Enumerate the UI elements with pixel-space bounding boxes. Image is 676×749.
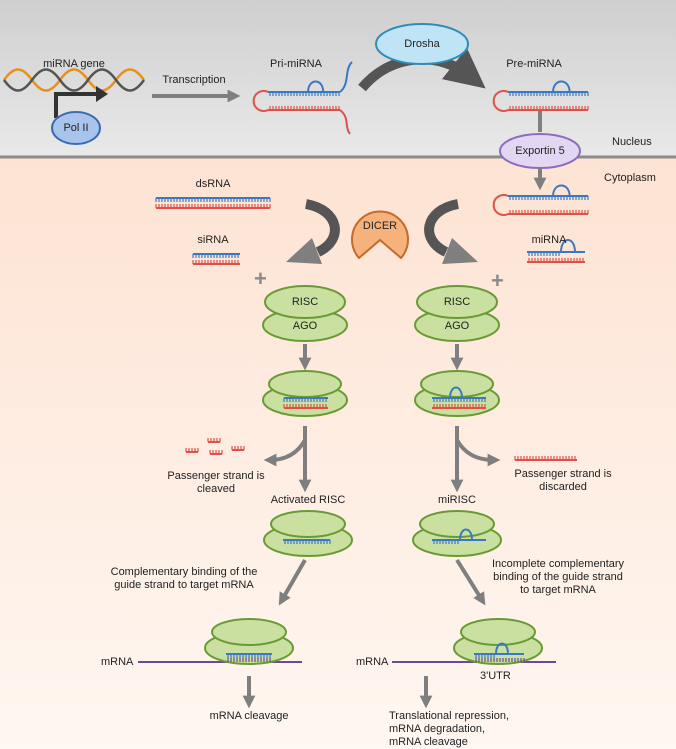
dsrna-bottom-ticks bbox=[155, 204, 271, 208]
pol2-oval bbox=[51, 111, 101, 145]
mrna-cleavage-2-label: mRNA cleavage bbox=[389, 736, 468, 748]
right-passenger-arrow bbox=[455, 438, 501, 467]
dicer-label: DICER bbox=[362, 220, 398, 232]
target-risc-left bbox=[204, 618, 294, 665]
incomplete-binding-label: Incomplete complementary binding of the … bbox=[491, 558, 625, 596]
left-passenger-arrow bbox=[263, 438, 307, 467]
mirna-bottom-ticks bbox=[528, 258, 584, 262]
dna-helix bbox=[2, 68, 146, 92]
left-diag-arrow bbox=[278, 559, 307, 606]
loaded-left-duplex-top-ticks bbox=[283, 398, 327, 402]
loaded-right-top-ticks bbox=[433, 398, 486, 402]
cytoplasm-label: Cytoplasm bbox=[604, 172, 656, 184]
fragment-2 bbox=[207, 438, 221, 442]
pri-mirna-top-ticks bbox=[269, 92, 340, 96]
pol-transcription-arrow bbox=[54, 92, 98, 118]
target-right-guide-ticks bbox=[475, 654, 495, 658]
pri-mirna-bulge bbox=[307, 80, 325, 93]
dicer-right-arrow bbox=[424, 199, 460, 257]
nucleus-region bbox=[0, 0, 676, 157]
transcription-label: Transcription bbox=[162, 74, 226, 86]
mrna-degradation-label: mRNA degradation, bbox=[389, 723, 485, 735]
mirna-gene-label: miRNA gene bbox=[43, 58, 105, 70]
loaded-right-bulge bbox=[449, 386, 463, 399]
activated-right-bulge bbox=[459, 528, 473, 541]
pre-mirna-bottom-ticks bbox=[509, 106, 589, 110]
exported-pre-mirna-bottom-ticks bbox=[509, 210, 589, 214]
mirna-label: miRNA bbox=[531, 234, 567, 246]
ago-right-label: AGO bbox=[444, 320, 470, 332]
risc-right-label: RISC bbox=[443, 296, 471, 308]
risc-left-label: RISC bbox=[291, 296, 319, 308]
activated-risc-right bbox=[412, 510, 502, 557]
loaded-risc-right bbox=[414, 370, 500, 417]
discarded-strand-ticks bbox=[514, 456, 576, 460]
dicer-left-arrow bbox=[304, 199, 340, 257]
activated-right-guide-ticks bbox=[433, 540, 459, 544]
target-left-mrna-ticks bbox=[227, 658, 271, 662]
dsrna-label: dsRNA bbox=[195, 178, 231, 190]
dicer-right-head bbox=[442, 238, 478, 264]
activated-left-guide-ticks bbox=[284, 540, 331, 544]
mrna-cleavage-label: mRNA cleavage bbox=[209, 710, 289, 722]
fragment-1 bbox=[185, 448, 199, 452]
dsrna-top-ticks bbox=[155, 198, 271, 202]
translational-repression-label: Translational repression, bbox=[389, 710, 510, 722]
dicer-shape bbox=[351, 210, 409, 260]
target-right-mrna-ticks bbox=[475, 658, 525, 662]
risc-ago-left bbox=[262, 285, 348, 342]
mirna-top-ticks bbox=[528, 252, 560, 256]
risc-ago-right bbox=[414, 285, 500, 342]
ago-left-label: AGO bbox=[292, 320, 318, 332]
exported-pre-mirna-bulge bbox=[552, 184, 571, 197]
pre-mirna-top-ticks bbox=[509, 92, 589, 96]
pre-mirna-label: Pre-miRNA bbox=[506, 58, 562, 70]
dicer-left-head bbox=[286, 238, 322, 264]
target-right-bulge bbox=[495, 642, 509, 655]
pri-mirna-loop bbox=[252, 90, 269, 112]
loaded-left-duplex-bottom-ticks bbox=[283, 404, 327, 408]
pol2-label: Pol II bbox=[63, 122, 89, 134]
drosha-label: Drosha bbox=[404, 38, 440, 50]
sirna-top-ticks bbox=[192, 254, 239, 258]
pri-mirna-label: Pri-miRNA bbox=[270, 58, 322, 70]
mrna-right-label: mRNA bbox=[356, 656, 389, 668]
pol-arrowhead bbox=[96, 86, 108, 102]
mirna-bulge bbox=[560, 239, 576, 253]
exported-pre-mirna-loop bbox=[492, 194, 509, 216]
exported-pre-mirna-top-ticks bbox=[509, 196, 589, 200]
plus-left: + bbox=[254, 266, 267, 291]
loaded-risc-left bbox=[262, 370, 348, 417]
pri-mirna-bottom-ticks bbox=[269, 106, 340, 110]
mirisc-label: miRISC bbox=[438, 494, 476, 506]
cytoplasm-region bbox=[0, 157, 676, 749]
utr-label: 3'UTR bbox=[480, 670, 511, 682]
pre-mirna-bulge bbox=[552, 80, 571, 93]
passenger-discarded-label: Passenger strand is discarded bbox=[514, 468, 612, 493]
target-risc-right bbox=[453, 618, 543, 665]
pre-mirna-loop bbox=[492, 90, 509, 112]
exportin-label: Exportin 5 bbox=[515, 145, 565, 157]
nucleus-label: Nucleus bbox=[612, 136, 652, 148]
right-diag-arrow bbox=[455, 558, 486, 606]
fragment-3 bbox=[209, 450, 223, 454]
pri-tail-top bbox=[339, 61, 353, 93]
target-left-guide-ticks bbox=[227, 654, 271, 658]
sirna-label: siRNA bbox=[197, 234, 229, 246]
mrna-left-label: mRNA bbox=[101, 656, 134, 668]
plus-right: + bbox=[491, 268, 504, 293]
rna-strands bbox=[155, 61, 589, 662]
fragment-4 bbox=[231, 446, 245, 450]
activated-risc-label: Activated RISC bbox=[270, 494, 346, 506]
activated-risc-left bbox=[263, 510, 353, 557]
loaded-right-bottom-ticks bbox=[433, 404, 486, 408]
complementary-binding-label: Complementary binding of the guide stran… bbox=[110, 566, 258, 591]
sirna-bottom-ticks bbox=[192, 260, 239, 264]
drosha-oval bbox=[375, 23, 469, 65]
passenger-cleaved-label: Passenger strand is cleaved bbox=[167, 470, 265, 495]
pri-tail-bottom bbox=[339, 109, 351, 135]
